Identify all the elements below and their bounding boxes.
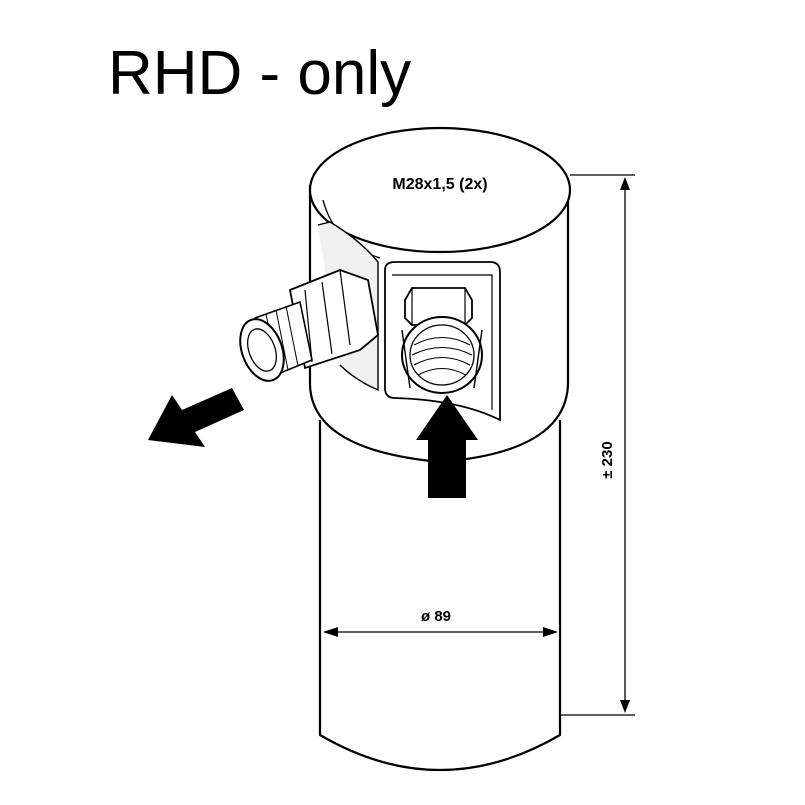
page-title: RHD - only [108,39,412,108]
diameter-label: ø 89 [421,608,451,625]
height-dimension [560,174,635,716]
outflow-arrow [148,388,244,447]
cylinder-body [318,420,562,771]
inflow-arrow [416,395,478,498]
diameter-dimension [323,627,558,637]
height-label: ± 230 [599,441,616,478]
side-fitting [239,269,379,382]
thread-label: M28x1,5 (2x) [392,176,487,193]
outlet-port [384,261,501,422]
